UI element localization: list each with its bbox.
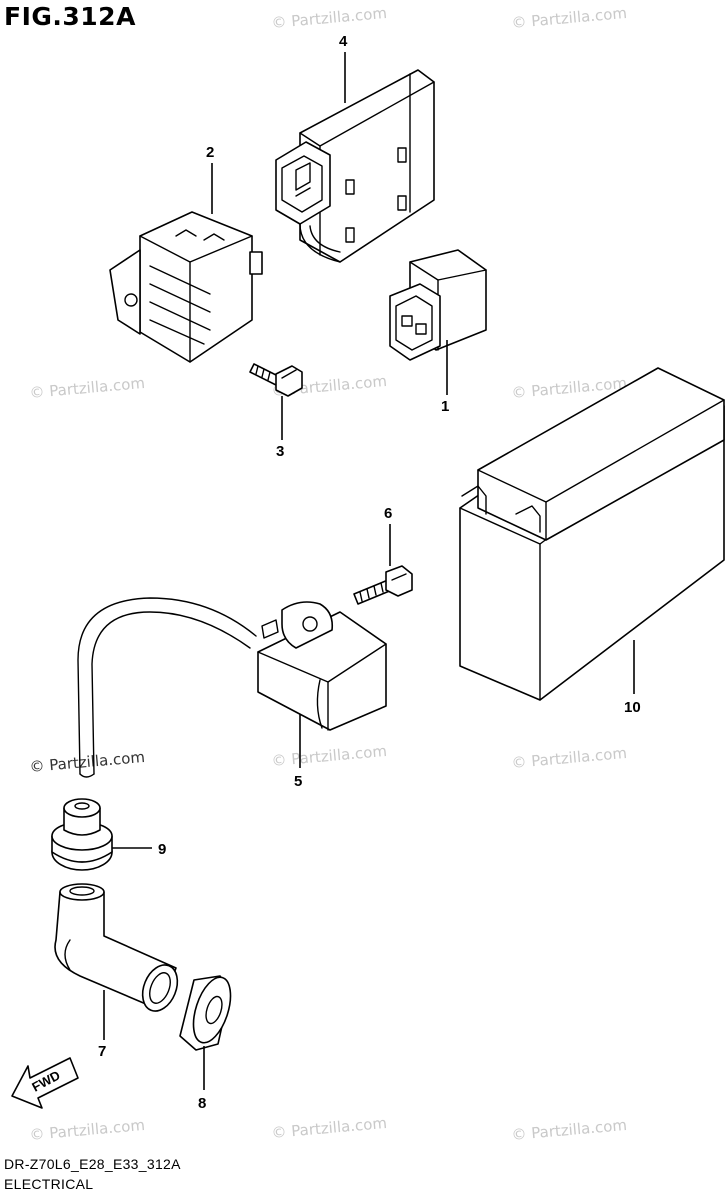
figure-title: FIG.312A <box>4 2 136 31</box>
watermark: © Partzilla.com <box>271 1114 388 1142</box>
watermark: © Partzilla.com <box>511 744 628 772</box>
part-5-ignition-coil[interactable] <box>77 597 387 778</box>
part-10-battery[interactable] <box>459 367 725 701</box>
part-7-plug-cap[interactable] <box>54 883 184 1016</box>
part-1-connector[interactable] <box>389 249 487 361</box>
callout-6[interactable]: 6 <box>384 505 392 522</box>
watermark: © Partzilla.com <box>29 374 146 402</box>
callout-1[interactable]: 1 <box>441 398 449 415</box>
part-4-cdi-unit[interactable] <box>275 69 435 263</box>
part-3-bolt[interactable] <box>249 363 303 397</box>
callout-5[interactable]: 5 <box>294 773 302 790</box>
part-8-seal[interactable] <box>179 973 238 1051</box>
callout-10[interactable]: 10 <box>624 699 641 716</box>
watermark: © Partzilla.com <box>511 1116 628 1144</box>
callout-4[interactable]: 4 <box>339 33 348 50</box>
section-name: ELECTRICAL <box>4 1176 94 1192</box>
part-9-grommet[interactable] <box>51 798 113 871</box>
callout-3[interactable]: 3 <box>276 443 284 460</box>
fwd-direction-arrow: FWD <box>11 1057 79 1109</box>
watermark: © Partzilla.com <box>29 748 146 776</box>
callout-9[interactable]: 9 <box>158 841 166 858</box>
diagram-code: DR-Z70L6_E28_E33_312A <box>4 1156 181 1172</box>
part-2-regulator[interactable] <box>109 211 263 363</box>
watermark: © Partzilla.com <box>29 1116 146 1144</box>
watermark: © Partzilla.com <box>511 4 628 32</box>
callout-8[interactable]: 8 <box>198 1095 206 1112</box>
watermark: © Partzilla.com <box>271 742 388 770</box>
callout-7[interactable]: 7 <box>98 1043 106 1060</box>
part-6-bolt[interactable] <box>353 565 413 605</box>
callout-2[interactable]: 2 <box>206 144 214 161</box>
watermark: © Partzilla.com <box>271 4 388 32</box>
